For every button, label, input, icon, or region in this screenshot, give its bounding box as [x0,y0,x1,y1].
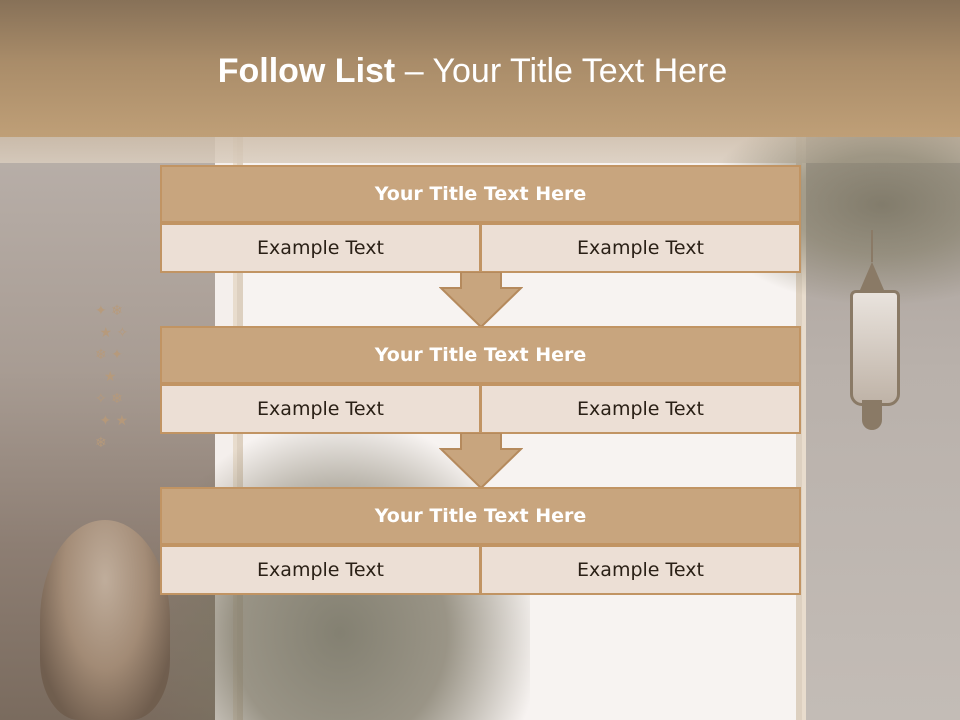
down-arrow-icon [439,433,523,489]
step-cell-left: Example Text [160,223,481,273]
step-title: Your Title Text Here [160,326,801,384]
title-bar: Follow List – Your Title Text Here [0,0,960,137]
step-cell-left: Example Text [160,384,481,434]
step-cell-right: Example Text [480,223,801,273]
step-title: Your Title Text Here [160,165,801,223]
cherub-figure [40,520,170,720]
step-cell-right: Example Text [480,384,801,434]
step-cell-left: Example Text [160,545,481,595]
slide-title-strong: Follow List [217,52,396,90]
step-cell-right: Example Text [480,545,801,595]
step-title: Your Title Text Here [160,487,801,545]
snowflake-stars-decoration: ✦ ❄ ★ ✧❄ ✦ ★✧ ❄ ✦ ★❄ [95,303,129,451]
slide-title-rest: – Your Title Text Here [395,52,728,90]
lantern-ornament [840,230,904,440]
slide-title: Follow List – Your Title Text Here [0,52,945,91]
down-arrow-icon [439,272,523,328]
